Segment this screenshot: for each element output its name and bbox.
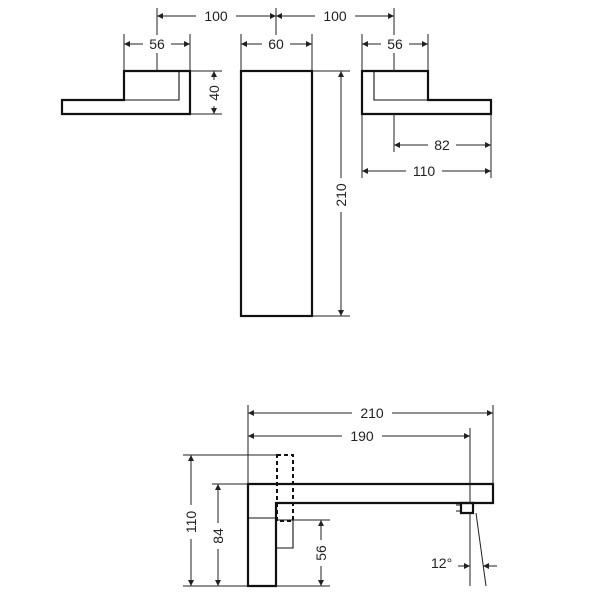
- dim-label-100-left: 100: [204, 8, 228, 24]
- top-view: 100 100 56 60 56 40 210 82 110: [60, 7, 493, 318]
- center-body-outline: [239, 69, 314, 318]
- dim-label-40: 40: [206, 85, 222, 101]
- dim-label-82: 82: [434, 137, 450, 153]
- dim-label-56-right: 56: [387, 36, 403, 52]
- dim-label-60: 60: [268, 36, 284, 52]
- dim-label-12-degrees: 12°: [431, 555, 452, 571]
- side-view: 210 190 110 84 56 12°: [183, 404, 497, 588]
- dim-label-56-left: 56: [149, 36, 165, 52]
- dim-label-190: 190: [350, 428, 374, 444]
- right-handle-outline: [360, 69, 493, 116]
- dim-label-100-right: 100: [323, 8, 347, 24]
- spout-outlet: [456, 501, 475, 515]
- dim-label-56-side: 56: [313, 545, 329, 561]
- dim-label-210-horizontal: 210: [360, 405, 384, 421]
- dashed-cartridge-outline: [276, 454, 294, 522]
- dim-label-84: 84: [210, 528, 226, 544]
- side-body-outline: [246, 482, 495, 588]
- left-handle-outline: [60, 69, 192, 116]
- dim-label-110-side: 110: [183, 511, 199, 534]
- dim-label-110-top: 110: [413, 163, 436, 179]
- dim-label-210-vertical: 210: [333, 183, 349, 207]
